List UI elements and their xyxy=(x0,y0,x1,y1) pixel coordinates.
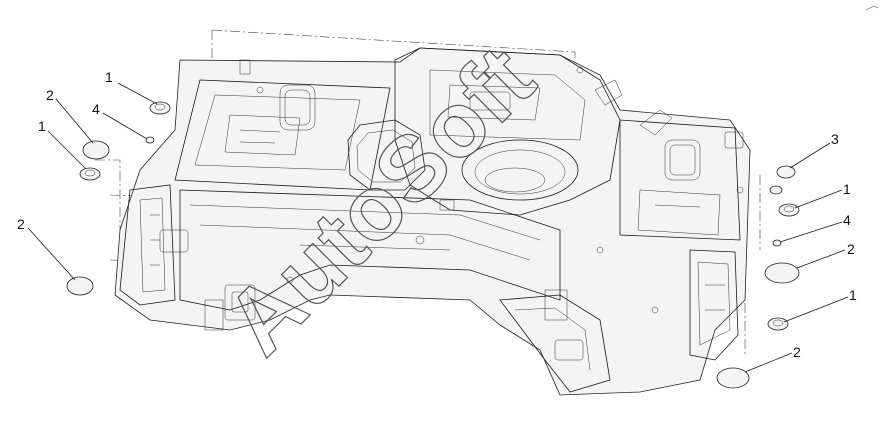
callout-label: 3 xyxy=(831,131,839,147)
plug-2-left xyxy=(82,140,110,160)
plug-2-right xyxy=(764,262,800,284)
callout-label: 4 xyxy=(92,101,100,117)
plug-1-left xyxy=(79,167,101,181)
callout-label: 1 xyxy=(843,181,851,197)
plug-2-bottom-right xyxy=(716,367,750,389)
plug-1-top xyxy=(149,101,171,115)
callout-label: 2 xyxy=(847,241,855,257)
callout-label: 1 xyxy=(849,287,857,303)
grommet-4-left xyxy=(145,136,155,144)
callout-labels: 1 2 4 1 2 3 1 4 2 1 2 xyxy=(17,69,857,360)
callout-label: 2 xyxy=(17,216,25,232)
callout-label: 2 xyxy=(46,87,54,103)
corner-mark xyxy=(865,5,879,11)
callout-label: 2 xyxy=(793,344,801,360)
plug-1-bottom-right xyxy=(767,317,789,331)
callout-label: 1 xyxy=(38,118,46,134)
callout-label: 4 xyxy=(843,212,851,228)
cap-3-base xyxy=(769,185,783,195)
plug-parts xyxy=(66,101,800,389)
grommet-4-right xyxy=(772,239,782,247)
cap-3 xyxy=(776,165,796,179)
leader-lines xyxy=(27,82,849,373)
floor-panel xyxy=(114,47,751,396)
plug-1-right xyxy=(778,203,800,217)
callout-label: 1 xyxy=(105,69,113,85)
plug-2-bottom-left xyxy=(66,276,94,296)
